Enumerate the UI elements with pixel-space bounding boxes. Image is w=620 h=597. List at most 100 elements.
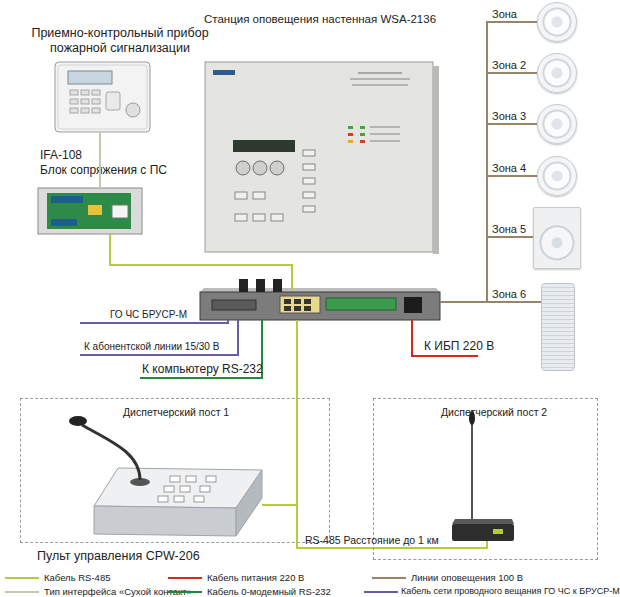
legend-swatch [5, 591, 39, 593]
station-knob [236, 161, 250, 175]
station-button [253, 214, 265, 221]
remote-port [493, 529, 503, 534]
broadcast-wire [80, 320, 228, 323]
station-print [358, 72, 402, 74]
legend-text: Линии оповещения 100 В [411, 572, 523, 583]
station-rear-drawing [200, 279, 440, 320]
station-knob [253, 161, 267, 175]
cable-label: К абонентской линии 15/30 В [84, 341, 219, 353]
panel-key [70, 108, 78, 113]
node-title: Зона 3 [492, 110, 526, 123]
station-button [303, 178, 315, 184]
legend-swatch [372, 577, 406, 579]
station-led [360, 126, 365, 129]
console-button [200, 486, 210, 492]
panel-key [92, 99, 100, 104]
station-led [360, 140, 365, 143]
cable-label: К ИБП 220 В [424, 339, 494, 353]
loose-wires [80, 320, 487, 548]
remote-neck [471, 424, 473, 520]
console-button [170, 476, 180, 482]
edge-label: RS-485 Расстояние до 1 км [305, 534, 439, 547]
node-title: Зона [492, 8, 517, 21]
dispatcher-post: Диспетчерский пост 1Пульт управления CPW… [20, 398, 330, 543]
console-top [94, 468, 262, 508]
station-panel [205, 62, 433, 252]
node-text: Блок сопряжения с ПС [40, 163, 167, 177]
console-button [164, 486, 174, 492]
station-button [303, 164, 315, 170]
panel-body [55, 62, 150, 132]
interface-unit-drawing [38, 188, 142, 234]
station-print [370, 133, 400, 135]
cable-connector [440, 124, 537, 302]
station-display [233, 140, 295, 152]
legend-swatch [5, 577, 39, 579]
announcement-station: Станция оповещения настенная WSA-2136 [200, 290, 440, 320]
station-button [303, 192, 315, 198]
console-button [174, 496, 184, 502]
rear-port [304, 299, 311, 304]
station-print [370, 140, 400, 142]
rear-port [304, 306, 311, 311]
cable-label: К компьютеру RS-232 [142, 362, 263, 376]
cable-connector [297, 320, 373, 548]
node-title: Диспетчерский пост 2 [441, 406, 547, 419]
panel-display [68, 71, 112, 84]
cable-connector [440, 301, 541, 303]
console-button [158, 496, 168, 502]
unit-terminal [51, 219, 77, 226]
panel-key [70, 90, 78, 95]
legend-swatch [168, 591, 202, 593]
node-title: Пульт управления CPW-206 [37, 549, 200, 564]
rear-terminal-block [326, 298, 396, 310]
panel-nav [106, 92, 120, 110]
cable-label: ГО ЧС БРУСР-М [110, 309, 187, 321]
rear-top [200, 288, 440, 292]
station-print [370, 126, 400, 128]
console-drawing [69, 416, 262, 536]
station-side [433, 66, 439, 254]
legend-swatch [364, 591, 398, 593]
rear-port [284, 306, 291, 311]
rear-knob [273, 279, 282, 292]
rear-terminal [212, 300, 256, 310]
station-logo [213, 70, 235, 75]
station-led [360, 133, 365, 136]
panel-key [92, 90, 100, 95]
subscriber-wire [80, 320, 238, 355]
legend-text: Кабель питания 220 В [207, 572, 304, 583]
station-knob [270, 161, 284, 175]
node-title: Зона 5 [492, 223, 526, 236]
speaker-zone: Зона [537, 2, 577, 42]
panel-key [81, 99, 89, 104]
remote-mic-drawing [452, 411, 514, 541]
panel-key [92, 108, 100, 113]
node-title: Зона 6 [492, 288, 526, 301]
cable-connector [99, 132, 101, 188]
panel-key [81, 108, 89, 113]
station-button [303, 206, 315, 212]
console-side [236, 470, 262, 536]
alarm-panel-drawing [55, 62, 150, 132]
cable-connector [440, 73, 537, 302]
console-button [180, 486, 190, 492]
node-title: Зона 2 [492, 59, 526, 72]
unit-terminal [51, 196, 83, 203]
station-led [348, 133, 353, 136]
rear-knob [239, 279, 248, 292]
cable-connector [110, 234, 292, 290]
node-title: Приемно-контрольный прибор пожарной сигн… [20, 26, 220, 56]
console-button [194, 496, 204, 502]
station-led [348, 126, 353, 129]
remote-top [452, 519, 514, 524]
control-console: Пульт управления CPW-206 [92, 465, 262, 537]
node-title: Зона 4 [492, 162, 526, 175]
legend-text: Кабель RS-485 [44, 572, 110, 583]
cable-connector [440, 176, 537, 302]
station-button [235, 214, 247, 221]
console-front [94, 506, 236, 536]
